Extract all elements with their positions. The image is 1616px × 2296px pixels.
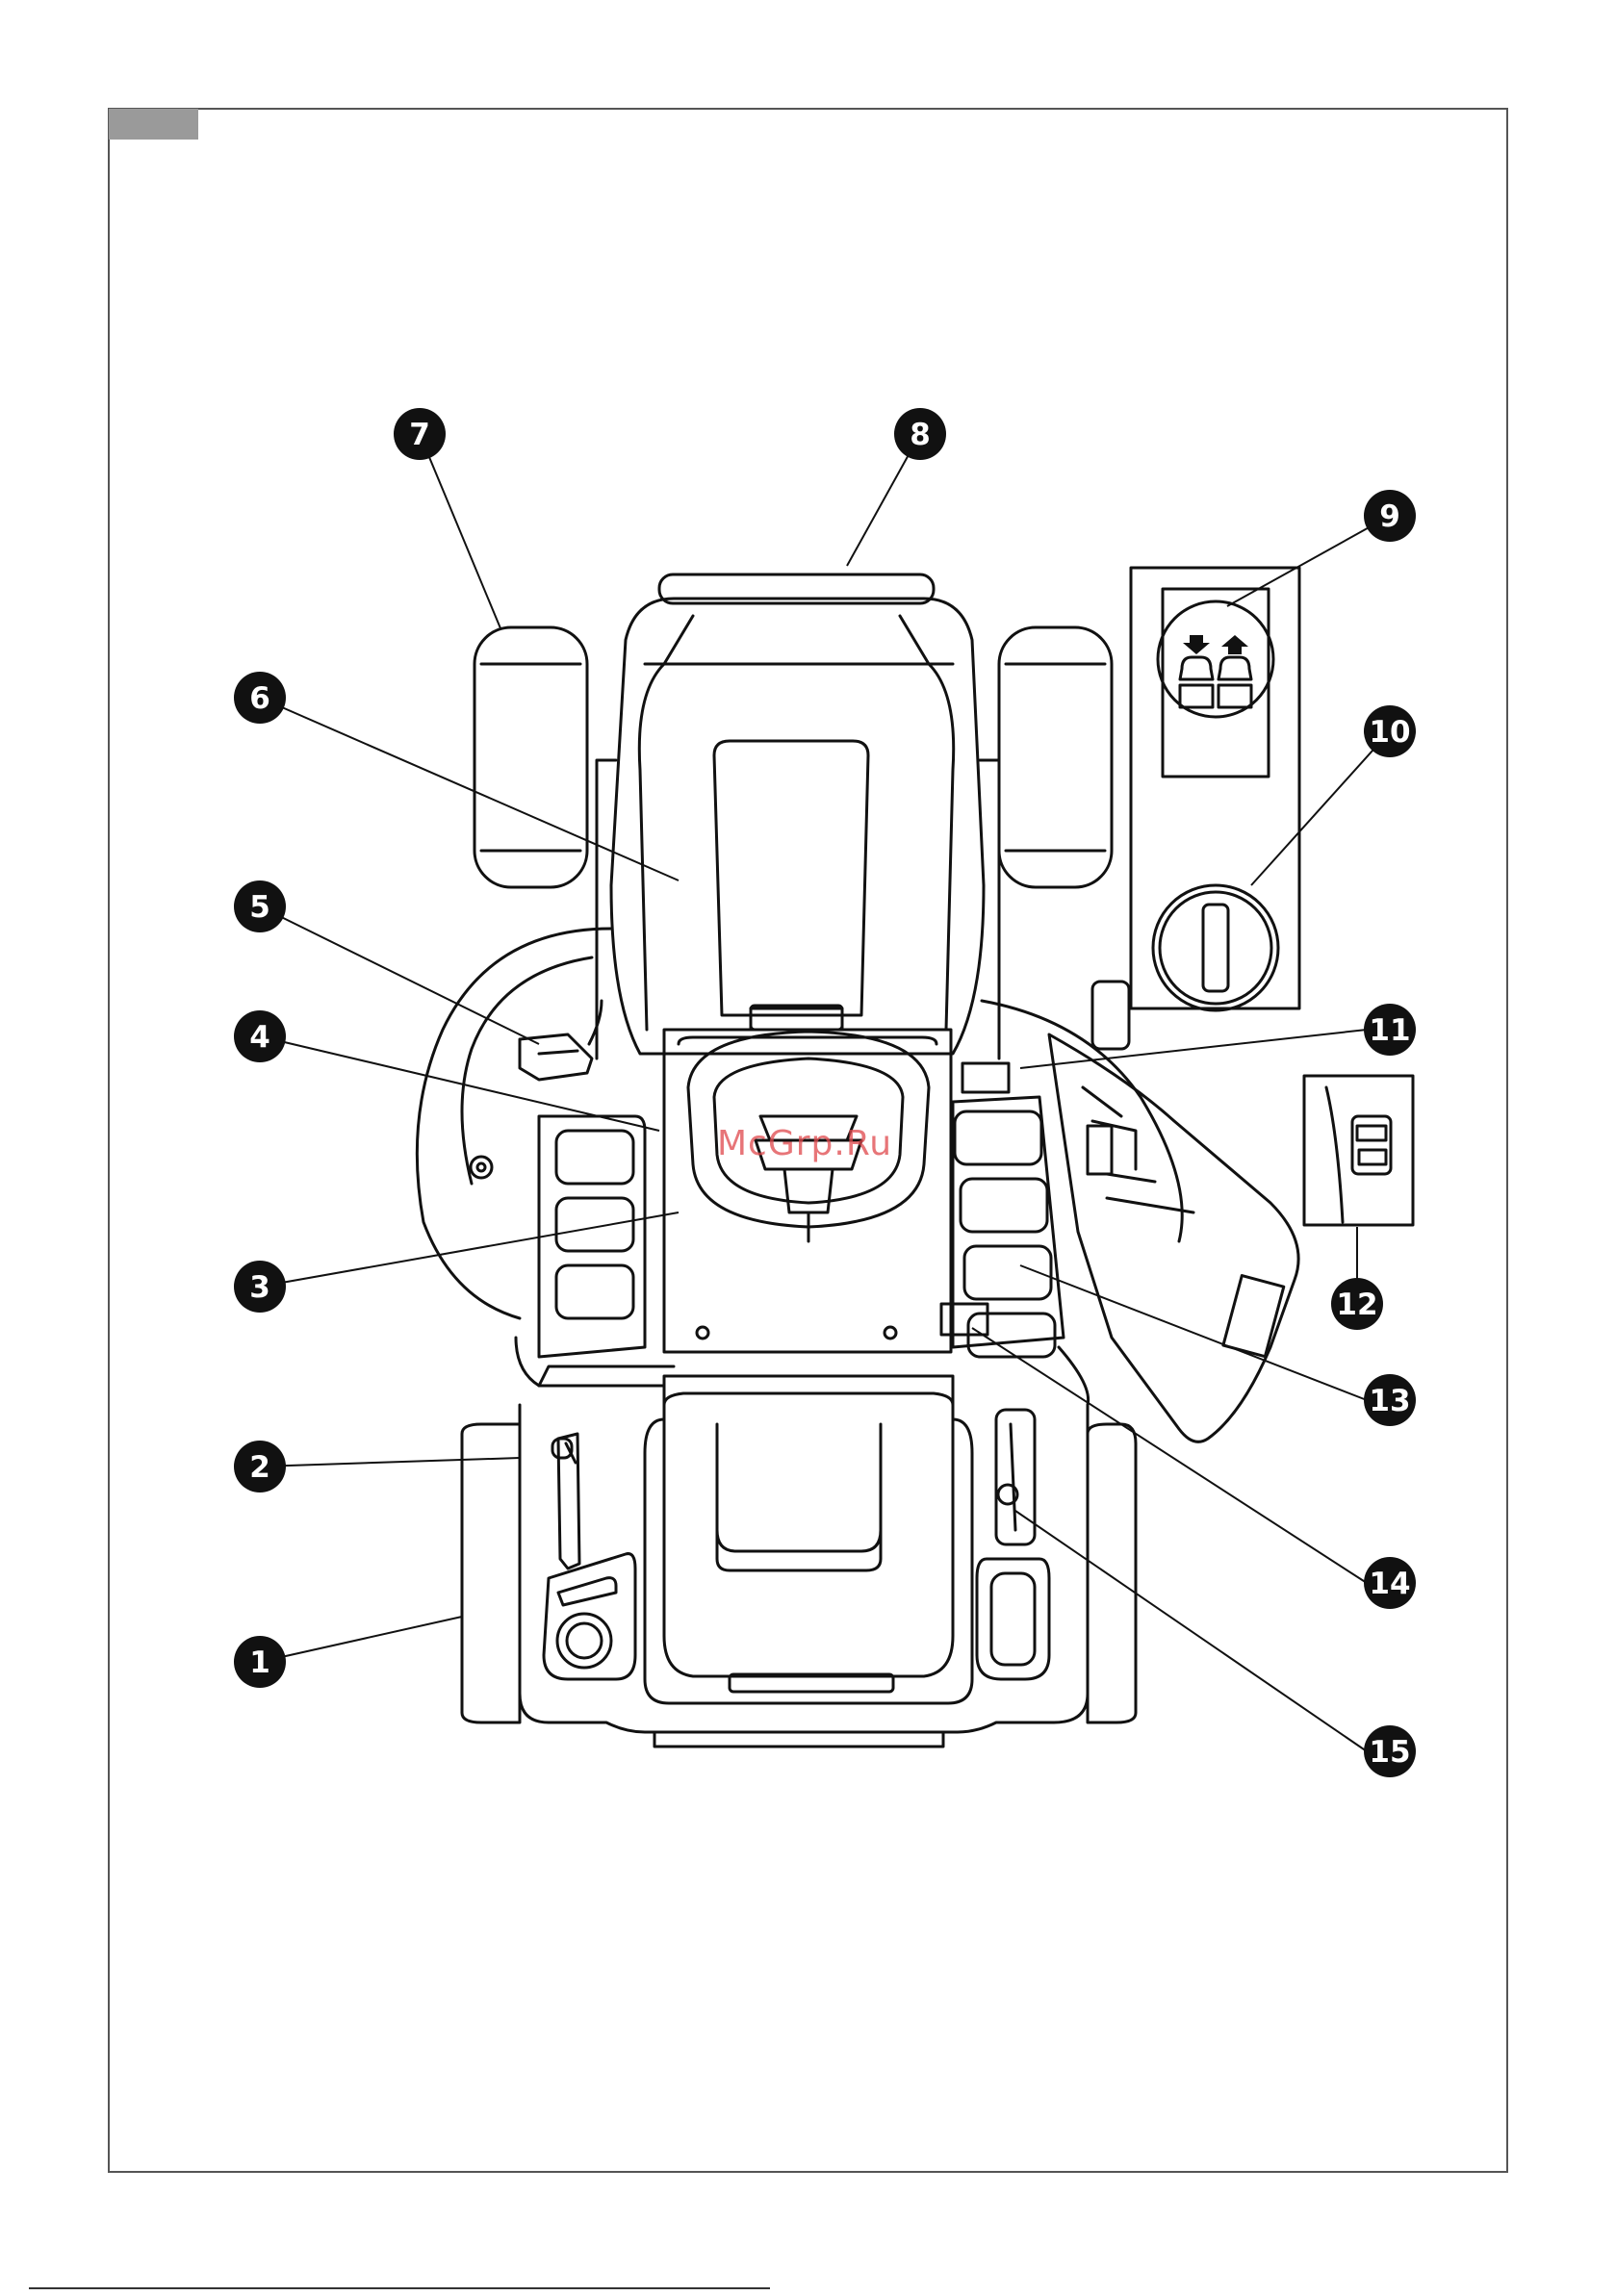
throttle-lever — [552, 1434, 579, 1569]
callout-5: 5 — [234, 880, 286, 932]
pedal-symbol-14 — [941, 1304, 988, 1335]
callout-14-label: 14 — [1369, 1567, 1410, 1601]
callout-11-label: 11 — [1369, 1013, 1410, 1048]
callout-5-label: 5 — [249, 890, 270, 925]
inset-arrows — [1183, 635, 1248, 654]
callout-7-label: 7 — [409, 418, 430, 452]
cutting-blade-lever — [977, 1410, 1049, 1679]
rear-tire-left — [475, 627, 587, 887]
left-body-panel — [516, 1116, 664, 1386]
page-tab — [109, 109, 198, 140]
callout-10-label: 10 — [1369, 715, 1410, 750]
grass-collector — [597, 574, 999, 1059]
control-inset — [1131, 568, 1299, 1010]
callout-6: 6 — [234, 672, 286, 724]
callout-12-label: 12 — [1336, 1288, 1377, 1322]
callout-13-label: 13 — [1369, 1384, 1410, 1418]
callout-12: 12 — [1331, 1278, 1383, 1330]
callout-1: 1 — [234, 1636, 286, 1688]
callout-15: 15 — [1364, 1725, 1416, 1777]
callout-6-label: 6 — [249, 681, 270, 716]
callout-7: 7 — [394, 408, 446, 460]
leader-lines — [260, 434, 1390, 1751]
callout-9-label: 9 — [1379, 499, 1400, 534]
right-body-panel — [953, 1097, 1064, 1357]
callout-10: 10 — [1364, 705, 1416, 757]
callout-9: 9 — [1364, 490, 1416, 542]
callout-13: 13 — [1364, 1374, 1416, 1426]
front-body — [520, 1347, 1089, 1747]
key-switch-inset — [1304, 1076, 1413, 1225]
watermark-text: McGrp.Ru — [717, 1124, 892, 1163]
callout-4-label: 4 — [249, 1020, 270, 1055]
front-wheel-left — [462, 1424, 520, 1722]
callout-14: 14 — [1364, 1557, 1416, 1609]
callout-3-label: 3 — [249, 1270, 270, 1305]
callout-4: 4 — [234, 1010, 286, 1062]
callout-15-label: 15 — [1369, 1735, 1410, 1770]
seat — [645, 1376, 972, 1703]
callout-markers: 7 8 9 10 11 12 13 14 15 6 5 4 3 2 1 — [234, 408, 1416, 1777]
callout-8: 8 — [894, 408, 946, 460]
pedal-symbol-11 — [962, 1063, 1009, 1092]
discharge-chute — [1049, 1034, 1298, 1441]
callout-3: 3 — [234, 1261, 286, 1313]
callout-11: 11 — [1364, 1004, 1416, 1056]
rear-tire-right — [999, 627, 1112, 887]
callout-2: 2 — [234, 1441, 286, 1492]
callout-1-label: 1 — [249, 1645, 270, 1680]
callout-2-label: 2 — [249, 1450, 270, 1485]
fuel-cap — [544, 1554, 635, 1679]
front-wheel-right — [1088, 1424, 1136, 1722]
callout-8-label: 8 — [910, 418, 931, 452]
